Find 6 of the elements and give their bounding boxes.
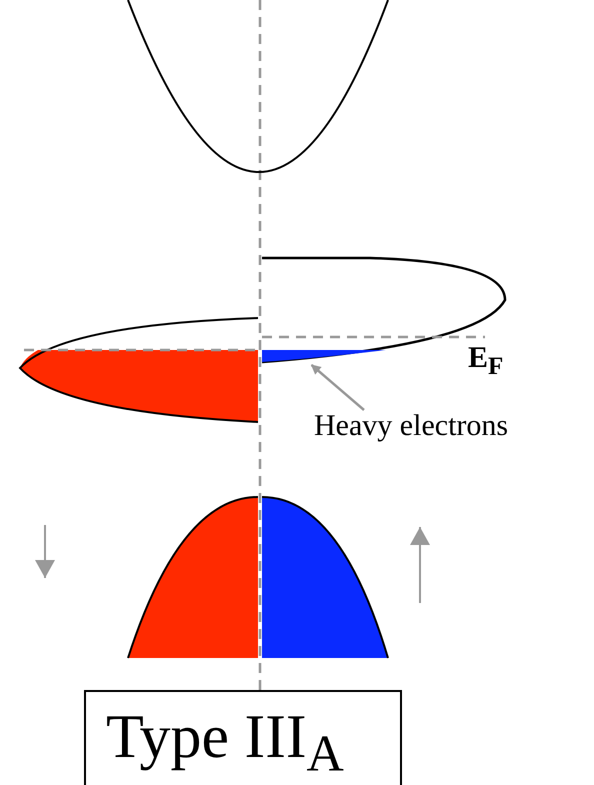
type-label: Type III$_{A}$ — [106, 702, 344, 784]
electron-pocket — [262, 350, 386, 362]
leader-line — [310, 364, 365, 411]
label-box — [84, 690, 402, 785]
fermi-energy-label: E$_{F}$ — [468, 340, 504, 382]
annotation-text: Heavy electrons — [314, 408, 508, 444]
